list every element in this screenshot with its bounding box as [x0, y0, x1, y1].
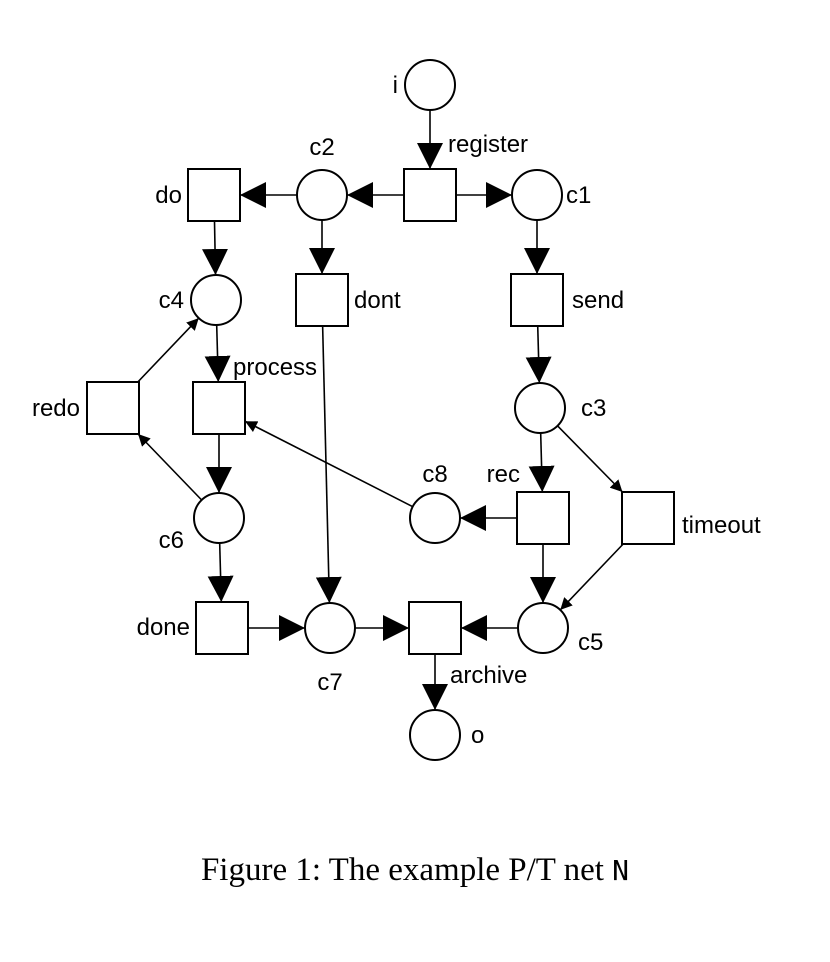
arc-c3-to-timeout — [556, 425, 624, 493]
transition-dont — [295, 273, 349, 327]
transition-process — [192, 381, 246, 435]
arc-c6-to-done — [207, 542, 234, 603]
transition-send — [510, 273, 564, 327]
place-c5 — [517, 602, 569, 654]
arc-timeout-to-c5 — [559, 543, 624, 611]
transition-label-archive: archive — [450, 662, 527, 689]
transition-done — [195, 601, 249, 655]
place-i — [404, 59, 456, 111]
arc-send-to-c3 — [525, 325, 552, 384]
place-label-c1: c1 — [566, 182, 591, 209]
place-label-c6: c6 — [159, 527, 184, 554]
transition-label-timeout: timeout — [682, 512, 761, 539]
caption-symbol: N — [612, 854, 630, 887]
place-label-c8: c8 — [422, 461, 447, 488]
transition-do — [187, 168, 241, 222]
place-label-c2: c2 — [309, 134, 334, 161]
transition-timeout — [621, 491, 675, 545]
place-o — [409, 709, 461, 761]
caption-text: Figure 1: The example P/T net — [200, 852, 604, 888]
transition-register — [403, 168, 457, 222]
arc-c4-to-process — [204, 324, 231, 383]
arc-c3-to-rec — [528, 432, 555, 493]
transition-label-send: send — [572, 287, 624, 314]
place-c6 — [193, 492, 245, 544]
arc-dont-to-c7 — [315, 325, 342, 604]
arcs-layer — [137, 110, 624, 710]
place-c8 — [409, 492, 461, 544]
arc-redo-to-c4 — [137, 317, 200, 383]
place-label-i: i — [393, 72, 398, 99]
transition-label-done: done — [137, 614, 190, 641]
transition-label-redo: redo — [32, 395, 80, 422]
place-c2 — [296, 169, 348, 221]
transition-label-rec: rec — [487, 461, 520, 488]
labels-layer: i c1 c2 c3 c4 c5 c6 c7 c8 o register do dont send proc… — [32, 72, 761, 749]
place-c1 — [511, 169, 563, 221]
transition-archive — [408, 601, 462, 655]
transition-redo — [86, 381, 140, 435]
arc-c6-to-redo — [137, 433, 203, 501]
arc-do-to-c4 — [202, 220, 229, 276]
place-c7 — [304, 602, 356, 654]
place-label-c7: c7 — [317, 669, 342, 696]
transition-label-process: process — [233, 354, 317, 381]
figure-caption: Figure 1: The example P/T net N — [0, 852, 830, 889]
transition-label-do: do — [155, 182, 182, 209]
transition-rec — [516, 491, 570, 545]
place-label-c3: c3 — [581, 395, 606, 422]
place-label-c4: c4 — [159, 287, 184, 314]
place-c4 — [190, 274, 242, 326]
transition-label-register: register — [448, 131, 528, 158]
place-label-o: o — [471, 722, 484, 749]
nodes-layer — [86, 59, 675, 761]
arc-c8-to-process — [244, 420, 414, 508]
transition-label-dont: dont — [354, 287, 401, 314]
place-c3 — [514, 382, 566, 434]
place-label-c5: c5 — [578, 629, 603, 656]
